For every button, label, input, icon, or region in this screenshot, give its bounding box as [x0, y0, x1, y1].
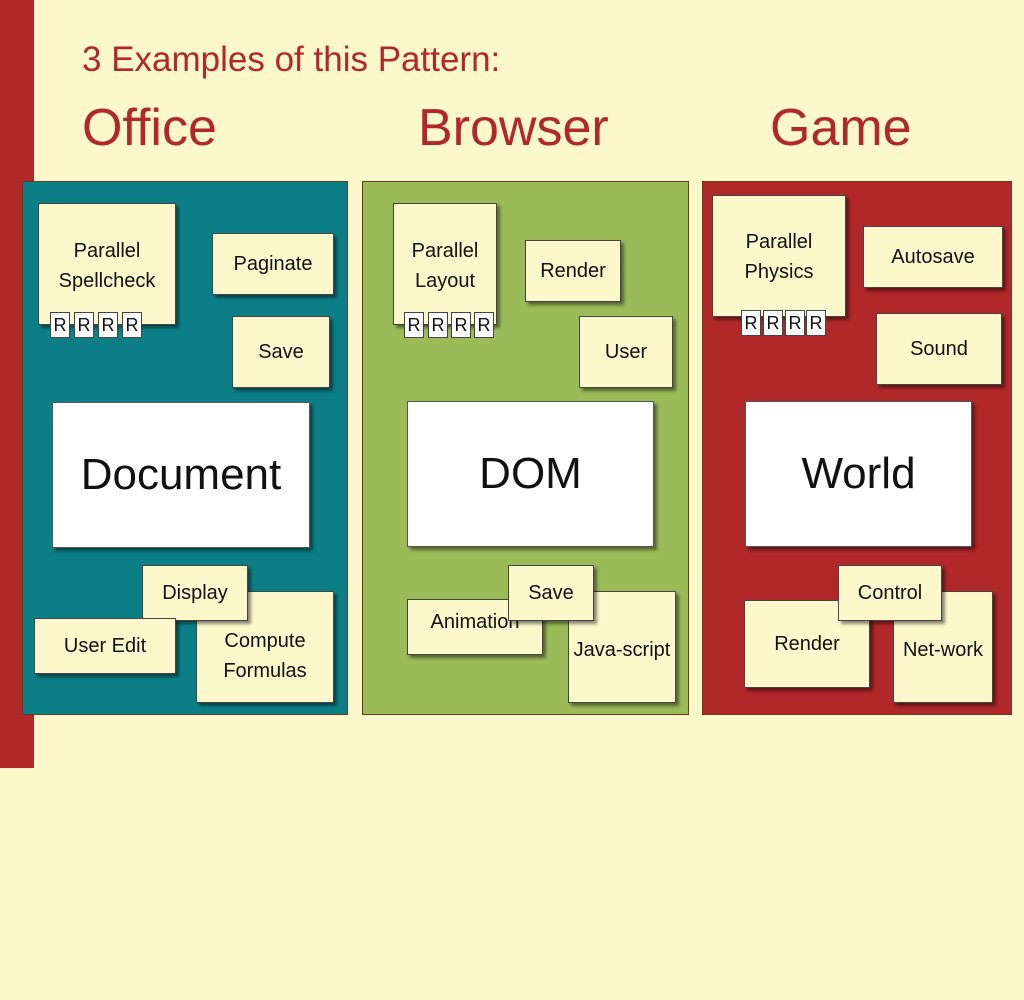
parallel-physics-box: Parallel Physics — [712, 195, 846, 317]
r-box: R — [122, 312, 142, 338]
parallel-layout-box: Parallel Layout — [393, 203, 497, 325]
r-box: R — [98, 312, 118, 338]
compute-formulas-box: Compute Formulas — [196, 591, 334, 703]
paginate-box: Paginate — [212, 233, 334, 295]
autosave-box: Autosave — [863, 226, 1003, 288]
slide-subtitle: 3 Examples of this Pattern: — [82, 40, 501, 79]
heading-browser: Browser — [418, 99, 609, 157]
r-connector — [94, 325, 98, 326]
r-connector — [448, 325, 452, 326]
sound-box: Sound — [876, 313, 1002, 385]
r-box: R — [50, 312, 70, 338]
r-box: R — [763, 310, 783, 336]
r-connector — [70, 325, 74, 326]
r-box: R — [474, 312, 494, 338]
r-box: R — [785, 310, 805, 336]
r-connector — [471, 325, 475, 326]
save-box: Save — [508, 565, 594, 621]
render-box: Render — [525, 240, 621, 302]
r-box: R — [741, 310, 761, 336]
control-box: Control — [838, 565, 942, 621]
r-box: R — [451, 312, 471, 338]
r-box: R — [806, 310, 826, 336]
display-box: Display — [142, 565, 248, 621]
heading-office: Office — [82, 99, 217, 157]
r-box: R — [404, 312, 424, 338]
user-edit-box: User Edit — [34, 618, 176, 674]
dom-box: DOM — [407, 401, 654, 547]
user-box: User — [579, 316, 673, 388]
heading-game: Game — [770, 99, 912, 157]
r-box: R — [428, 312, 448, 338]
r-connector — [118, 325, 122, 326]
network-box: Net-work — [893, 591, 993, 703]
r-box: R — [74, 312, 94, 338]
r-connector — [424, 325, 428, 326]
document-box: Document — [52, 402, 310, 548]
save-box: Save — [232, 316, 330, 388]
world-box: World — [745, 401, 972, 547]
parallel-spellcheck-box: Parallel Spellcheck — [38, 203, 176, 325]
